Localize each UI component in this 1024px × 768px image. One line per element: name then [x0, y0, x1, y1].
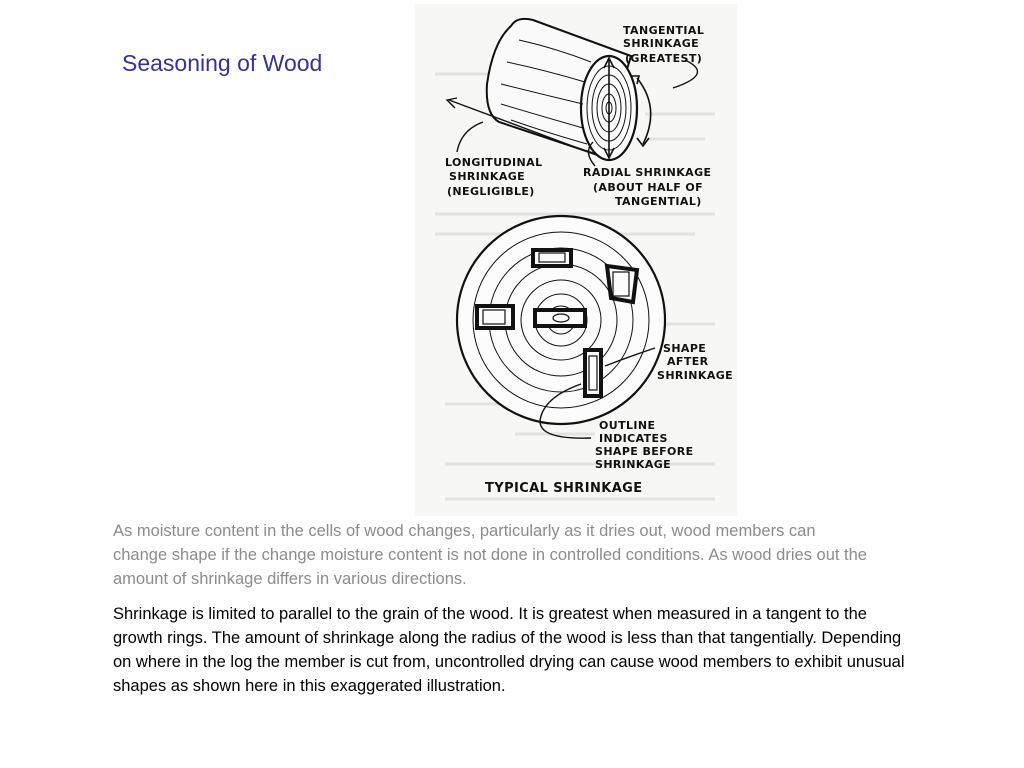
shape-after-label-line1: SHAPE — [663, 342, 706, 355]
longitudinal-label-line1: LONGITUDINAL — [445, 156, 542, 169]
radial-label-line2: (ABOUT HALF OF — [593, 181, 703, 194]
shrinkage-drawing: TANGENTIAL SHRINKAGE (GREATEST) LONGITUD… — [435, 17, 733, 501]
figure-caption: TYPICAL SHRINKAGE — [485, 481, 643, 496]
slide-title: Seasoning of Wood — [122, 50, 323, 76]
tangential-label-line3: (GREATEST) — [625, 52, 702, 65]
wood-shrinkage-illustration: TANGENTIAL SHRINKAGE (GREATEST) LONGITUD… — [415, 4, 737, 516]
radial-label-line1: RADIAL SHRINKAGE — [583, 166, 711, 179]
shape-after-label-line2: AFTER — [667, 355, 709, 368]
longitudinal-label-line2: SHRINKAGE — [449, 170, 525, 183]
shape-after-label-line3: SHRINKAGE — [657, 369, 733, 382]
tangential-label-line2: SHRINKAGE — [623, 37, 699, 50]
log-drawing — [445, 17, 699, 167]
outline-label-line2: INDICATES — [599, 432, 668, 445]
tangential-label-line1: TANGENTIAL — [623, 24, 704, 37]
cross-section-drawing — [455, 214, 667, 439]
explanation-paragraph: Shrinkage is limited to parallel to the … — [113, 605, 905, 695]
longitudinal-label-line3: (NEGLIGIBLE) — [447, 185, 535, 198]
outline-label-line1: OUTLINE — [599, 419, 655, 432]
outline-label-line4: SHRINKAGE — [595, 458, 671, 471]
outline-label-line3: SHAPE BEFORE — [595, 445, 694, 458]
radial-label-line3: TANGENTIAL) — [615, 195, 702, 208]
intro-paragraph: As moisture content in the cells of wood… — [113, 522, 867, 588]
